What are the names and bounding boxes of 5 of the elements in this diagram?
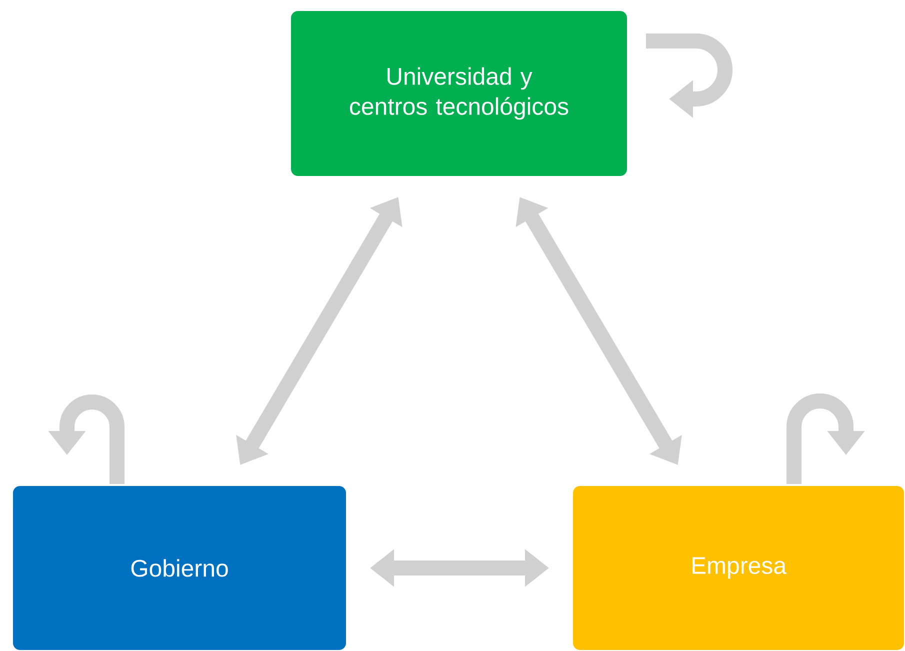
loop-arrow (786, 394, 865, 484)
process-box: Gobierno (11, 484, 348, 651)
loop-arrow (646, 34, 732, 118)
process-box: Universidad y centros tecnológicos (289, 9, 629, 178)
process-box: Empresa (571, 484, 905, 651)
